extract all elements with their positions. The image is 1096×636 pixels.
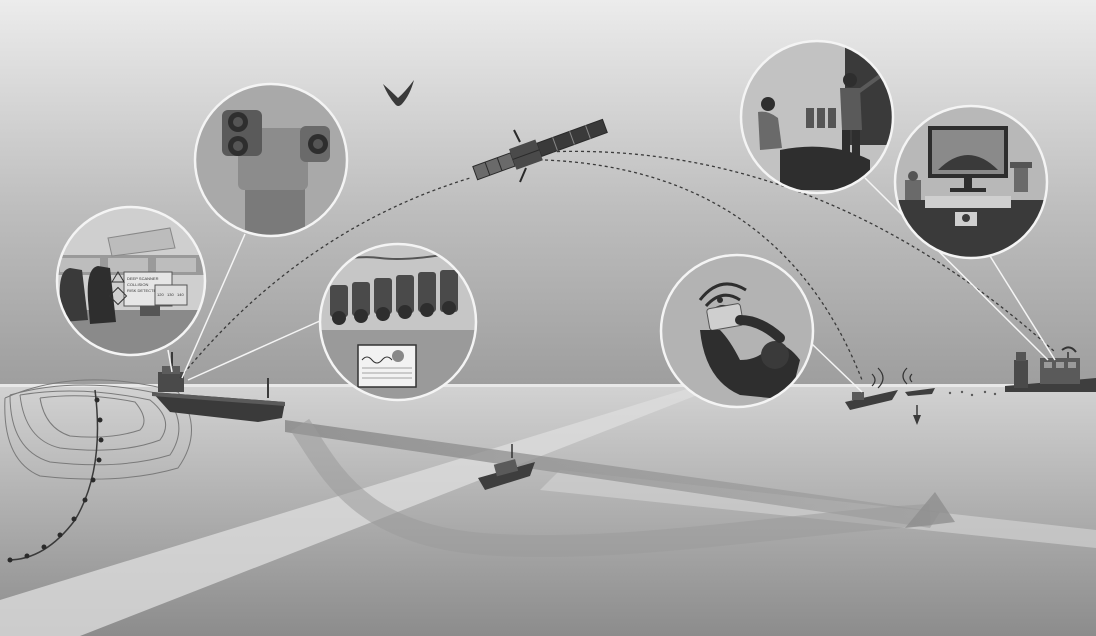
callout-handheld-remote	[661, 255, 813, 407]
bridge-readout-2: 130	[167, 292, 174, 297]
bridge-readout-1: 120	[157, 292, 164, 297]
bridge-readout-3: 140	[177, 292, 184, 297]
bridge-panel-line2: COLLISION	[127, 282, 148, 287]
bridge-panel-line3: RISK DETECTED	[127, 288, 159, 293]
callout-engine-room	[320, 244, 476, 400]
bridge-panel-line1: DEEP SCANNER	[127, 276, 159, 281]
callout-remote-workstation	[895, 106, 1047, 260]
